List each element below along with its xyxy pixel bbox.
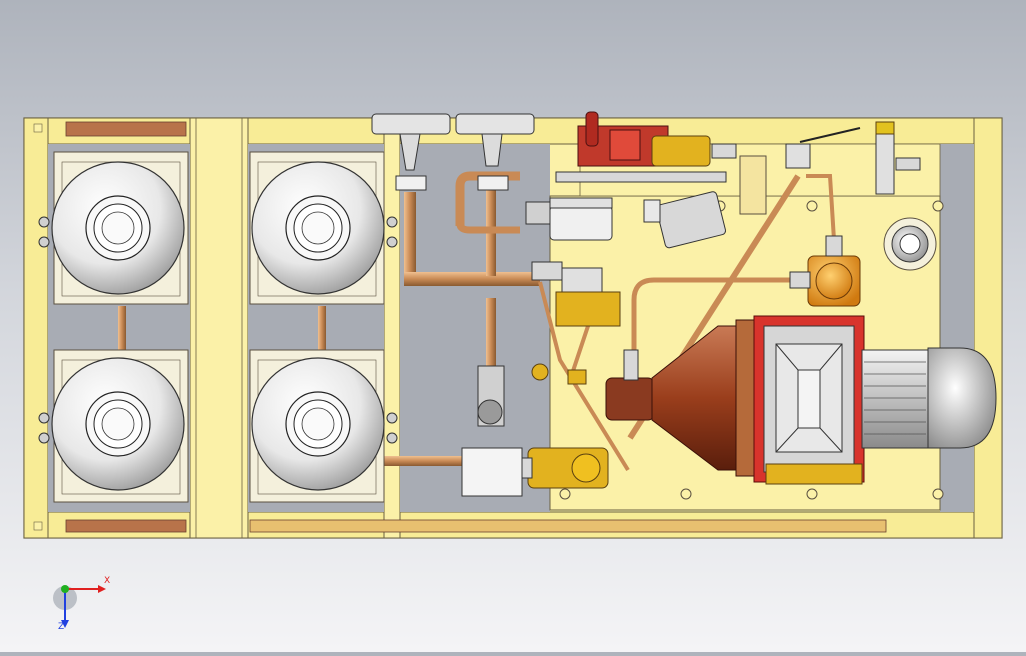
- electric-motor[interactable]: [753, 315, 997, 485]
- filler-breather[interactable]: [883, 217, 937, 271]
- hydraulic-pump[interactable]: [605, 349, 655, 421]
- return-filter[interactable]: [525, 197, 613, 241]
- accumulators: [38, 151, 398, 503]
- axis-triad: [53, 585, 106, 628]
- accumulator-top-left[interactable]: [38, 151, 189, 305]
- ball-valve[interactable]: [477, 365, 505, 427]
- pressure-gauge[interactable]: [789, 235, 861, 307]
- bell-housing: [651, 319, 755, 477]
- accumulator-bottom-left[interactable]: [38, 349, 189, 503]
- triad-x-label: X: [104, 576, 111, 586]
- triad-z-label: Z: [58, 622, 65, 632]
- accumulator-bottom-right[interactable]: [249, 349, 398, 503]
- accumulator-top-right[interactable]: [249, 151, 398, 305]
- valve-cluster: [555, 111, 921, 215]
- manifold-block[interactable]: [531, 261, 621, 385]
- lower-manifold[interactable]: [461, 447, 609, 497]
- filter-housings: [371, 113, 535, 191]
- solenoid-valve[interactable]: [643, 191, 727, 249]
